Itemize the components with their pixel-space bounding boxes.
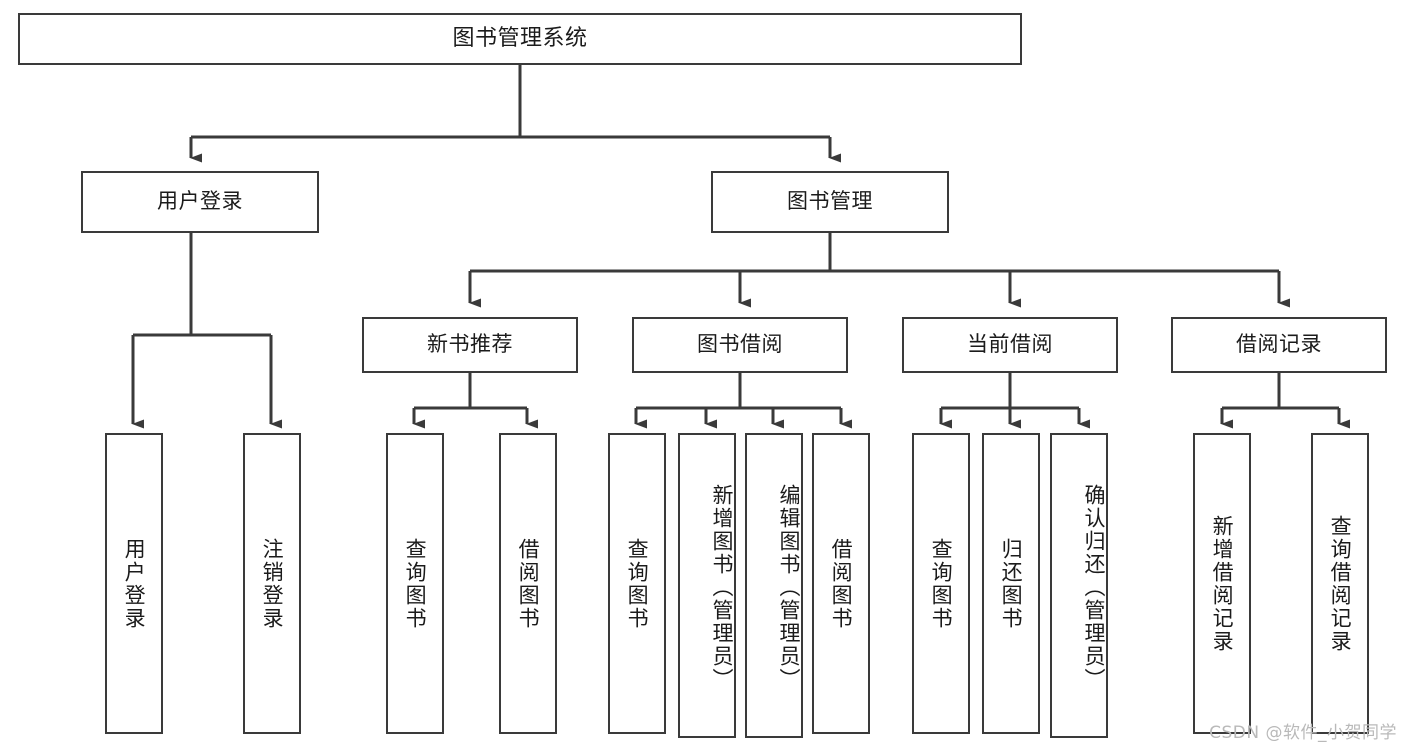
leaf-return-book-label: 归还图书 (999, 537, 1024, 630)
node-user-login[interactable]: 用户登录 (81, 171, 319, 233)
leaf-confirm-return-admin-label: 确认归还（管理员） (1082, 484, 1106, 691)
leaf-borrow-book-label: 借阅图书 (829, 537, 854, 630)
leaf-query-borrow-record-label: 查询借阅记录 (1328, 514, 1353, 653)
leaf-edit-book-admin[interactable]: 编辑图书（管理员） (745, 433, 803, 738)
leaf-edit-book-admin-label: 编辑图书（管理员） (777, 484, 801, 691)
node-root[interactable]: 图书管理系统 (18, 13, 1022, 65)
watermark: CSDN @软件_小贺同学 (1209, 723, 1397, 743)
node-book-management[interactable]: 图书管理 (711, 171, 949, 233)
leaf-user-login[interactable]: 用户登录 (105, 433, 163, 734)
leaf-return-book[interactable]: 归还图书 (982, 433, 1040, 734)
leaf-add-borrow-record[interactable]: 新增借阅记录 (1193, 433, 1251, 734)
leaf-borrow-book[interactable]: 借阅图书 (812, 433, 870, 734)
leaf-add-book-admin[interactable]: 新增图书（管理员） (678, 433, 736, 738)
leaf-query-book-borrow[interactable]: 查询图书 (608, 433, 666, 734)
node-new-book-recommend-label: 新书推荐 (427, 332, 513, 357)
node-new-book-recommend[interactable]: 新书推荐 (362, 317, 578, 373)
leaf-query-book-borrow-label: 查询图书 (625, 537, 650, 630)
leaf-query-borrow-record[interactable]: 查询借阅记录 (1311, 433, 1369, 734)
leaf-query-book-recommend[interactable]: 查询图书 (386, 433, 444, 734)
leaf-logout-label: 注销登录 (260, 537, 285, 630)
node-user-login-label: 用户登录 (157, 189, 243, 214)
node-book-borrow-label: 图书借阅 (697, 332, 783, 357)
leaf-logout[interactable]: 注销登录 (243, 433, 301, 734)
leaf-query-book-recommend-label: 查询图书 (403, 537, 428, 630)
node-borrow-record[interactable]: 借阅记录 (1171, 317, 1387, 373)
leaf-query-book-current-label: 查询图书 (929, 537, 954, 630)
node-book-management-label: 图书管理 (787, 189, 873, 214)
leaf-add-borrow-record-label: 新增借阅记录 (1210, 514, 1235, 653)
node-current-borrow-label: 当前借阅 (967, 332, 1053, 357)
node-current-borrow[interactable]: 当前借阅 (902, 317, 1118, 373)
leaf-query-book-current[interactable]: 查询图书 (912, 433, 970, 734)
leaf-add-book-admin-label: 新增图书（管理员） (710, 484, 734, 691)
leaf-borrow-book-recommend-label: 借阅图书 (516, 537, 541, 630)
leaf-borrow-book-recommend[interactable]: 借阅图书 (499, 433, 557, 734)
node-borrow-record-label: 借阅记录 (1236, 332, 1322, 357)
leaf-confirm-return-admin[interactable]: 确认归还（管理员） (1050, 433, 1108, 738)
node-root-label: 图书管理系统 (452, 25, 588, 51)
node-book-borrow[interactable]: 图书借阅 (632, 317, 848, 373)
leaf-user-login-label: 用户登录 (122, 537, 147, 630)
